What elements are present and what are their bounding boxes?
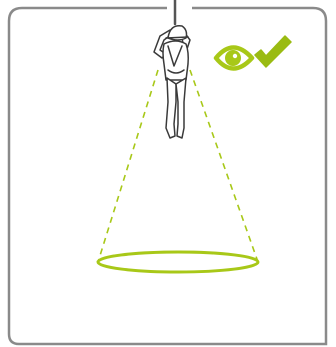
worker-right-leg [176,78,186,138]
cone-right-edge [190,70,258,262]
worker-helmet-brim [166,37,188,38]
worker-left-leg [166,78,176,138]
eye-icon [216,48,252,69]
suspended-worker-figure [154,0,190,138]
clear-zone-ellipse [98,252,258,272]
cone-left-edge [98,70,158,262]
checkmark-icon [255,36,291,67]
